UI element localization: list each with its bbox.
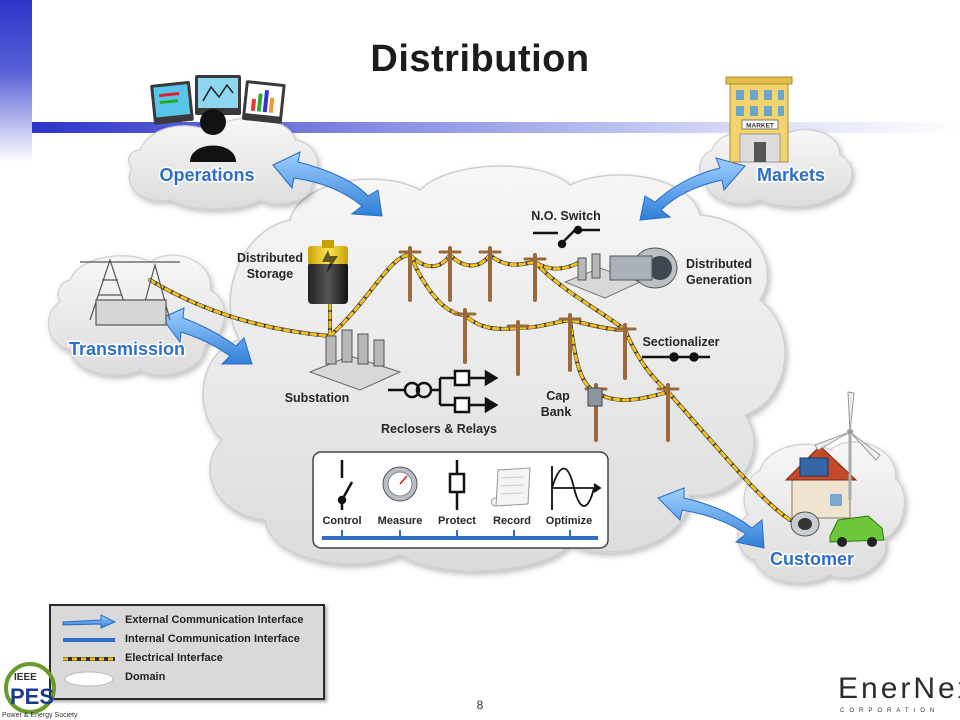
transmission-substation-icon bbox=[80, 258, 180, 326]
distributed-storage-battery-icon bbox=[308, 240, 348, 304]
cap-bank-icon bbox=[587, 387, 603, 407]
enernex-logo-subtext: CORPORATION bbox=[840, 708, 940, 714]
yellow-dashed-line-icon bbox=[63, 657, 115, 661]
substation-label: Substation bbox=[285, 391, 350, 405]
operator-person-icon bbox=[190, 109, 236, 162]
function-label-control: Control bbox=[322, 515, 361, 527]
enernex-logo: EnerNex CORPORATION bbox=[838, 672, 960, 718]
functions-panel bbox=[312, 451, 609, 549]
legend-label-domain: Domain bbox=[125, 671, 166, 683]
blue-line-icon bbox=[63, 638, 115, 642]
cap-bank-label-line1: Cap bbox=[546, 389, 570, 403]
page-title: Distribution bbox=[370, 38, 590, 80]
blue-arrow-icon bbox=[62, 614, 117, 629]
external-comm-arrow-customer bbox=[657, 487, 765, 549]
transmission-label: Transmission bbox=[69, 339, 185, 359]
page-number: 8 bbox=[476, 698, 484, 712]
generation-label-line1: Distributed bbox=[686, 257, 752, 271]
legend-label-internal: Internal Communication Interface bbox=[125, 633, 300, 645]
external-comm-arrow-transmission bbox=[161, 307, 253, 365]
cloud-icon bbox=[64, 671, 114, 687]
legend-item-external: External Communication Interface bbox=[61, 612, 321, 630]
sectionalizer-symbol bbox=[642, 352, 710, 362]
external-comm-arrow-operations bbox=[272, 151, 383, 217]
legend-item-domain: Domain bbox=[61, 669, 321, 687]
legend-label-external: External Communication Interface bbox=[125, 614, 304, 626]
reclosers-relays-symbol bbox=[388, 369, 499, 414]
markets-label: Markets bbox=[757, 165, 825, 185]
legend-item-internal: Internal Communication Interface bbox=[61, 631, 321, 649]
operations-monitors-icon bbox=[150, 75, 286, 125]
function-label-measure: Measure bbox=[378, 515, 423, 527]
electric-car-icon bbox=[829, 515, 885, 547]
reclosers-relays-label: Reclosers & Relays bbox=[381, 422, 497, 436]
pes-logo-text: PES bbox=[10, 684, 54, 709]
function-label-optimize: Optimize bbox=[546, 515, 592, 527]
storage-label-line1: Distributed bbox=[237, 251, 303, 265]
legend-item-electrical: Electrical Interface bbox=[61, 650, 321, 668]
record-scroll-icon bbox=[491, 467, 531, 507]
operations-label: Operations bbox=[159, 165, 254, 185]
legend-label-electrical: Electrical Interface bbox=[125, 652, 223, 664]
wind-turbine-icon bbox=[814, 391, 881, 500]
no-switch-symbol bbox=[533, 225, 600, 249]
substation-icon bbox=[308, 329, 402, 391]
external-comm-arrow-markets bbox=[639, 157, 746, 221]
storage-label-line2: Storage bbox=[247, 267, 294, 281]
no-switch-label: N.O. Switch bbox=[531, 209, 600, 223]
function-label-protect: Protect bbox=[438, 515, 476, 527]
customer-meter-icon bbox=[790, 511, 820, 537]
distributed-generation-icon bbox=[563, 247, 678, 299]
legend: External Communication Interface Interna… bbox=[49, 604, 325, 700]
ieee-pes-logo: IEEE PES Power & Energy Society bbox=[2, 662, 78, 719]
ieee-tagline: Power & Energy Society bbox=[2, 712, 78, 719]
slide-accent-fade bbox=[0, 132, 32, 162]
optimize-sine-icon bbox=[551, 466, 602, 510]
generation-label-line2: Generation bbox=[686, 273, 752, 287]
cap-bank-label-line2: Bank bbox=[541, 405, 572, 419]
slide-accent-bar-vertical bbox=[0, 0, 32, 132]
market-sign-text: MARKET bbox=[746, 123, 774, 130]
sectionalizer-label: Sectionalizer bbox=[642, 335, 719, 349]
customer-label: Customer bbox=[770, 549, 854, 569]
measure-gauge-icon bbox=[382, 466, 418, 502]
customer-house-icon bbox=[784, 445, 858, 519]
ieee-logo-text: IEEE bbox=[14, 672, 37, 683]
protect-icon bbox=[448, 460, 466, 510]
slide-accent-bar-horizontal bbox=[32, 122, 960, 133]
control-icon bbox=[337, 460, 354, 510]
function-label-record: Record bbox=[493, 515, 531, 527]
market-building-icon bbox=[725, 76, 793, 163]
enernex-logo-text: EnerNex bbox=[838, 672, 960, 705]
